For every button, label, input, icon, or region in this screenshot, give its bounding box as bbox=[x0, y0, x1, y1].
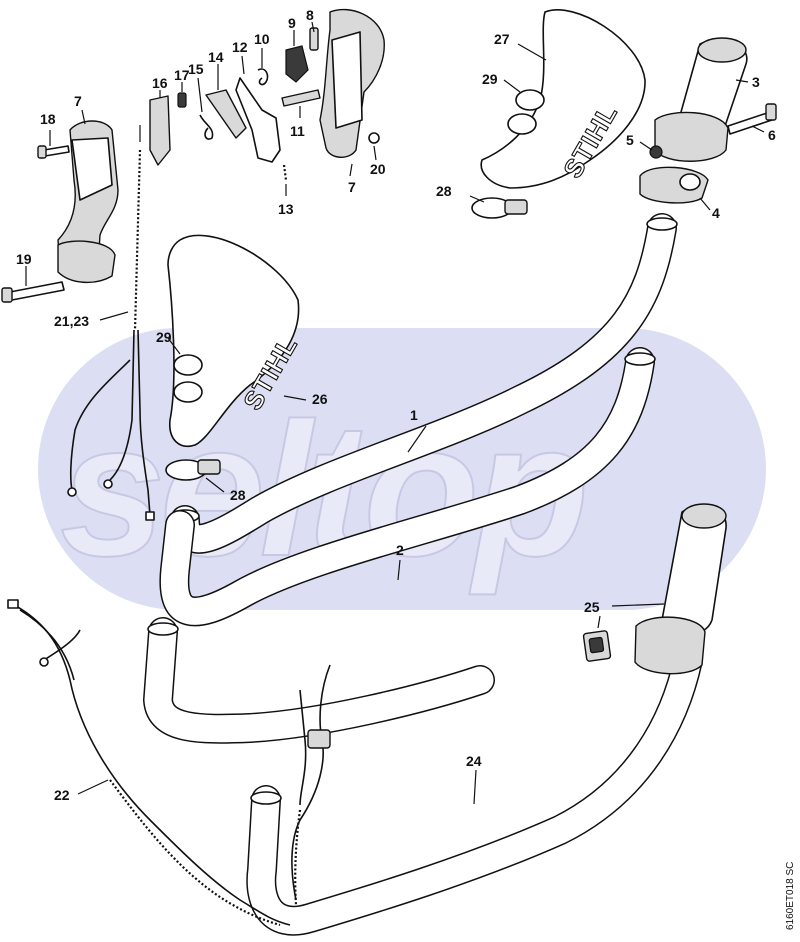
tube-end bbox=[646, 217, 678, 231]
tube-end bbox=[250, 791, 282, 805]
callout-4: 4 bbox=[712, 205, 720, 221]
callout-28: 28 bbox=[436, 183, 452, 199]
grip-part-3 bbox=[654, 37, 748, 162]
callout-7: 7 bbox=[348, 179, 356, 195]
tube-end bbox=[624, 352, 656, 366]
hose-clamp-part-28 bbox=[165, 459, 221, 481]
grip-end-cap bbox=[681, 503, 727, 529]
callout-5: 5 bbox=[626, 132, 634, 148]
nut-part-5 bbox=[649, 145, 663, 159]
callout-22: 22 bbox=[54, 787, 70, 803]
screw-part-19 bbox=[1, 281, 65, 303]
callout-21-23: 21,23 bbox=[54, 313, 89, 329]
spring-part-13 bbox=[282, 164, 288, 181]
callout-19: 19 bbox=[16, 251, 32, 267]
callout-29: 29 bbox=[482, 71, 498, 87]
trigger-part-12 bbox=[235, 77, 281, 163]
callout-8: 8 bbox=[306, 7, 314, 23]
callout-28: 28 bbox=[230, 487, 246, 503]
pin-part-11 bbox=[281, 89, 321, 107]
callout-14: 14 bbox=[208, 49, 224, 65]
tube-end bbox=[147, 622, 179, 636]
pad-part-29 bbox=[507, 113, 537, 135]
switch-part-25 bbox=[582, 630, 612, 662]
document-code: 6160ET018 SC bbox=[785, 862, 796, 930]
callout-6: 6 bbox=[768, 127, 776, 143]
callout-24: 24 bbox=[466, 753, 482, 769]
spring-part-15 bbox=[199, 114, 214, 140]
pin-part-8 bbox=[309, 27, 319, 51]
watermark: seltop bbox=[38, 328, 766, 610]
callout-13: 13 bbox=[278, 201, 294, 217]
callout-17: 17 bbox=[174, 67, 190, 83]
handle-housing-right bbox=[319, 8, 385, 158]
nut-part-20 bbox=[368, 132, 380, 144]
screw-part-18 bbox=[37, 145, 70, 159]
callout-7: 7 bbox=[74, 93, 82, 109]
pad-part-29 bbox=[515, 89, 545, 111]
wiring-harness-part-22 bbox=[7, 599, 291, 927]
throttle-cable-part-21-23 bbox=[67, 125, 155, 521]
callout-18: 18 bbox=[40, 111, 56, 127]
pad-part-29 bbox=[173, 354, 203, 376]
spring-part-10 bbox=[257, 68, 269, 86]
hose-clamp-part-28 bbox=[471, 197, 528, 219]
bracket-part-4 bbox=[639, 166, 709, 204]
callout-2: 2 bbox=[396, 542, 404, 558]
clip-part-17 bbox=[177, 92, 187, 108]
callout-29: 29 bbox=[156, 329, 172, 345]
callout-27: 27 bbox=[494, 31, 510, 47]
callout-25: 25 bbox=[584, 599, 600, 615]
callouts: 1 2 3 4 5 6 7 7 8 9 10 11 12 13 14 15 16 bbox=[16, 7, 776, 805]
callout-16: 16 bbox=[152, 75, 168, 91]
lever-part-16 bbox=[149, 95, 171, 166]
small-parts-group bbox=[149, 27, 321, 181]
switch-wires bbox=[291, 664, 331, 906]
handlebar-part-2 bbox=[159, 347, 656, 627]
callout-3: 3 bbox=[752, 74, 760, 90]
callout-1: 1 bbox=[410, 407, 418, 423]
handle-housing-left bbox=[57, 120, 119, 283]
callout-20: 20 bbox=[370, 161, 386, 177]
handlebar-part-24 bbox=[143, 617, 703, 936]
callout-26: 26 bbox=[312, 391, 328, 407]
callout-15: 15 bbox=[188, 61, 204, 77]
callout-12: 12 bbox=[232, 39, 248, 55]
pad-part-29 bbox=[173, 381, 203, 403]
callout-10: 10 bbox=[254, 31, 270, 47]
lock-part-9 bbox=[285, 45, 309, 83]
callout-9: 9 bbox=[288, 15, 296, 31]
callout-11: 11 bbox=[290, 123, 305, 139]
screw-part-6 bbox=[727, 103, 777, 135]
grip-handle-24 bbox=[634, 503, 727, 675]
lever-part-14 bbox=[205, 89, 247, 139]
